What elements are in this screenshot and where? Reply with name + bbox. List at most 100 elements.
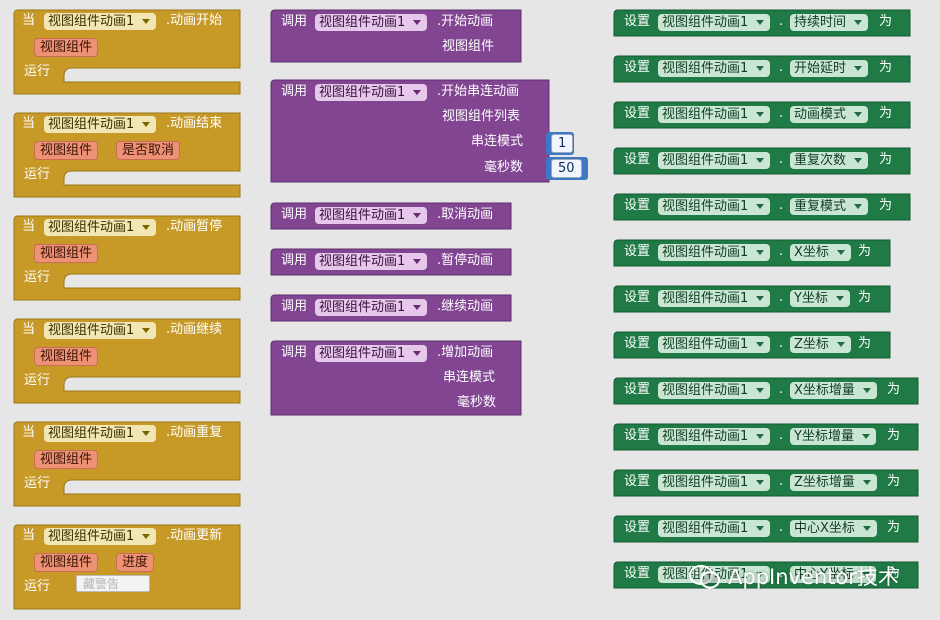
component-dropdown[interactable]: 视图组件动画1 [315, 207, 428, 224]
property-dropdown[interactable]: 动画模式 [790, 106, 869, 123]
property-dropdown[interactable]: 持续时间 [790, 14, 869, 31]
component-dropdown[interactable]: 视图组件动画1 [44, 219, 157, 236]
component-dropdown[interactable]: 视图组件动画1 [658, 152, 771, 169]
setter-block-z[interactable]: 设置 视图组件动画1 . Z坐标 为 [613, 331, 892, 359]
method-block-add-animation[interactable]: 调用 视图组件动画1 .增加动画 串连模式 毫秒数 [270, 340, 523, 416]
property-dropdown[interactable]: X坐标 [790, 244, 851, 261]
param-view-component[interactable]: 视图组件 [34, 38, 99, 57]
property-dropdown[interactable]: 重复模式 [790, 198, 869, 215]
event-block-shape [13, 318, 241, 404]
component-dropdown[interactable]: 视图组件动画1 [315, 299, 428, 316]
component-dropdown[interactable]: 视图组件动画1 [315, 345, 428, 362]
setter-block-z-delta[interactable]: 设置 视图组件动画1 . Z坐标增量 为 [613, 469, 920, 497]
setter-block-y-delta[interactable]: 设置 视图组件动画1 . Y坐标增量 为 [613, 423, 920, 451]
component-dropdown[interactable]: 视图组件动画1 [315, 84, 428, 101]
setter-block-animation-mode[interactable]: 设置 视图组件动画1 . 动画模式 为 [613, 101, 912, 129]
param-view-component[interactable]: 视图组件 [34, 347, 99, 366]
param-is-cancelled[interactable]: 是否取消 [116, 141, 181, 160]
setter-block-repeat-count[interactable]: 设置 视图组件动画1 . 重复次数 为 [613, 147, 912, 175]
chevron-down-icon [413, 351, 422, 356]
setter-block-center-x[interactable]: 设置 视图组件动画1 . 中心X坐标 为 [613, 515, 920, 543]
component-dropdown[interactable]: 视图组件动画1 [658, 520, 771, 537]
chevron-down-icon [413, 213, 422, 218]
event-block-animation-resume[interactable]: 当 视图组件动画1 .动画继续 视图组件 运行 [13, 318, 242, 404]
to-label: 为 [879, 152, 893, 167]
property-dropdown[interactable]: 重复次数 [790, 152, 869, 169]
component-dropdown[interactable]: 视图组件动画1 [658, 198, 771, 215]
param-view-component[interactable]: 视图组件 [34, 450, 99, 469]
setter-block-repeat-mode[interactable]: 设置 视图组件动画1 . 重复模式 为 [613, 193, 912, 221]
to-label: 为 [858, 336, 872, 351]
setter-block-duration[interactable]: 设置 视图组件动画1 . 持续时间 为 [613, 9, 912, 37]
component-dropdown[interactable]: 视图组件动画1 [658, 14, 771, 31]
component-dropdown[interactable]: 视图组件动画1 [44, 322, 157, 339]
set-label: 设置 [624, 566, 651, 581]
setter-block-start-delay[interactable]: 设置 视图组件动画1 . 开始延时 为 [613, 55, 912, 83]
event-name: .动画开始 [166, 13, 223, 28]
dot-label: . [779, 428, 784, 443]
event-name: .动画更新 [166, 528, 223, 543]
chevron-down-icon [413, 259, 422, 264]
hide-warnings-toggle[interactable]: 藏警告 [76, 575, 150, 592]
property-dropdown[interactable]: Z坐标 [790, 336, 851, 353]
chevron-down-icon [854, 66, 863, 71]
component-dropdown[interactable]: 视图组件动画1 [658, 106, 771, 123]
event-block-animation-repeat[interactable]: 当 视图组件动画1 .动画重复 视图组件 运行 [13, 421, 242, 507]
component-dropdown[interactable]: 视图组件动画1 [44, 528, 157, 545]
event-block-animation-update[interactable]: 当 视图组件动画1 .动画更新 视图组件 进度 运行 藏警告 [13, 524, 242, 610]
component-dropdown[interactable]: 视图组件动画1 [315, 253, 428, 270]
component-dropdown[interactable]: 视图组件动画1 [658, 428, 771, 445]
property-dropdown[interactable]: Y坐标增量 [790, 428, 876, 445]
component-dropdown[interactable]: 视图组件动画1 [44, 116, 157, 133]
method-block-resume-animation[interactable]: 调用 视图组件动画1 .继续动画 [270, 294, 513, 322]
setter-block-center-y[interactable]: 设置 视图组件动画1 . 中心Y坐标 为 [613, 561, 920, 589]
component-dropdown[interactable]: 视图组件动画1 [658, 60, 771, 77]
param-view-component[interactable]: 视图组件 [34, 141, 99, 160]
property-dropdown[interactable]: 中心X坐标 [790, 520, 877, 537]
do-label: 运行 [24, 579, 51, 594]
chevron-down-icon [756, 342, 765, 347]
component-dropdown[interactable]: 视图组件动画1 [658, 290, 771, 307]
chevron-down-icon [756, 572, 765, 577]
set-label: 设置 [624, 152, 651, 167]
set-label: 设置 [624, 290, 651, 305]
event-block-animation-start[interactable]: 当 视图组件动画1 .动画开始 视图组件 运行 [13, 9, 242, 95]
component-dropdown[interactable]: 视图组件动画1 [44, 425, 157, 442]
setter-block-y[interactable]: 设置 视图组件动画1 . Y坐标 为 [613, 285, 892, 313]
component-dropdown[interactable]: 视图组件动画1 [658, 382, 771, 399]
number-value[interactable]: 1 [551, 134, 574, 153]
to-label: 为 [887, 566, 901, 581]
method-block-pause-animation[interactable]: 调用 视图组件动画1 .暂停动画 [270, 248, 513, 276]
to-label: 为 [858, 290, 872, 305]
number-block-chain-mode[interactable]: 1 [546, 132, 574, 155]
component-dropdown[interactable]: 视图组件动画1 [658, 336, 771, 353]
property-dropdown[interactable]: 开始延时 [790, 60, 869, 77]
arg-label: 串连模式 [443, 370, 496, 385]
method-block-start-animation[interactable]: 调用 视图组件动画1 .开始动画 视图组件 [270, 9, 523, 63]
setter-block-x[interactable]: 设置 视图组件动画1 . X坐标 为 [613, 239, 892, 267]
set-label: 设置 [624, 382, 651, 397]
component-dropdown[interactable]: 视图组件动画1 [315, 14, 428, 31]
property-dropdown[interactable]: Z坐标增量 [790, 474, 877, 491]
method-block-cancel-animation[interactable]: 调用 视图组件动画1 .取消动画 [270, 202, 513, 230]
component-dropdown[interactable]: 视图组件动画1 [44, 13, 157, 30]
event-block-animation-end[interactable]: 当 视图组件动画1 .动画结束 视图组件 是否取消 运行 [13, 112, 242, 198]
setter-block-x-delta[interactable]: 设置 视图组件动画1 . X坐标增量 为 [613, 377, 920, 405]
chevron-down-icon [142, 534, 151, 539]
event-block-animation-pause[interactable]: 当 视图组件动画1 .动画暂停 视图组件 运行 [13, 215, 242, 301]
method-name: .暂停动画 [437, 253, 494, 268]
chevron-down-icon [756, 66, 765, 71]
number-block-milliseconds[interactable]: 50 [546, 157, 588, 180]
param-view-component[interactable]: 视图组件 [34, 553, 99, 572]
property-dropdown[interactable]: 中心Y坐标 [790, 566, 876, 583]
param-progress[interactable]: 进度 [116, 553, 155, 572]
method-block-start-chained-animation[interactable]: 调用 视图组件动画1 .开始串连动画 视图组件列表 串连模式 毫秒数 [270, 79, 551, 183]
param-view-component[interactable]: 视图组件 [34, 244, 99, 263]
when-label: 当 [22, 528, 36, 543]
property-dropdown[interactable]: X坐标增量 [790, 382, 877, 399]
component-dropdown[interactable]: 视图组件动画1 [658, 244, 771, 261]
component-dropdown[interactable]: 视图组件动画1 [658, 474, 771, 491]
chevron-down-icon [854, 20, 863, 25]
property-dropdown[interactable]: Y坐标 [790, 290, 850, 307]
number-value[interactable]: 50 [551, 159, 582, 178]
